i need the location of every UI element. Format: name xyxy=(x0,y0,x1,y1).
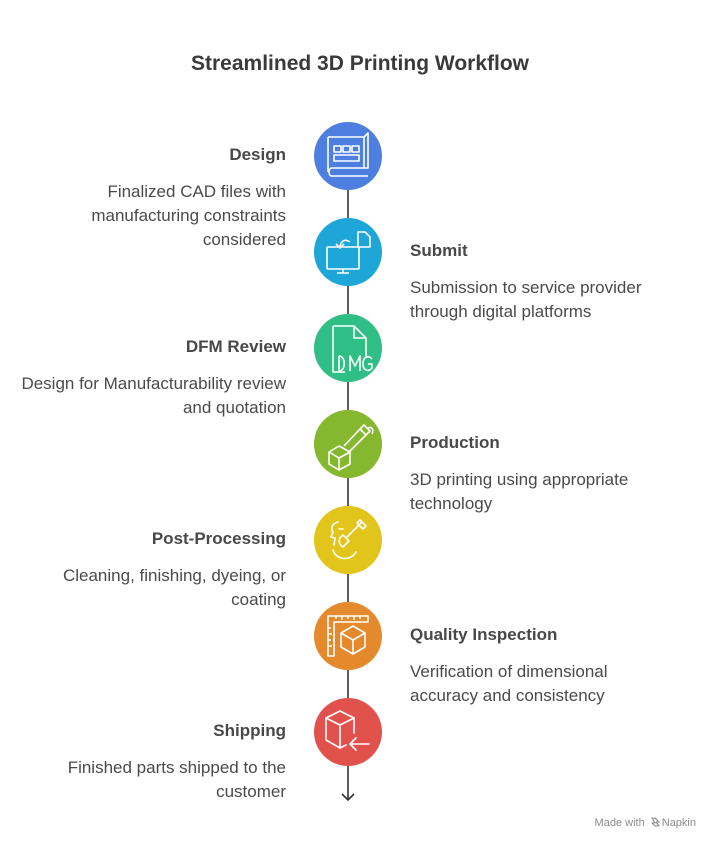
step-title-design: Design xyxy=(229,145,286,164)
timeline-connector xyxy=(341,190,355,802)
napkin-brand-label: Napkin xyxy=(661,817,696,829)
step-2-node xyxy=(314,218,382,286)
step-desc-production: 3D printing using appropriate technology xyxy=(410,470,629,513)
step-4-node xyxy=(314,410,382,478)
dmg-file-icon xyxy=(332,325,373,373)
step-6-node xyxy=(314,602,382,670)
step-desc-submit: Submission to service provider through d… xyxy=(410,278,642,321)
step-title-shipping: Shipping xyxy=(213,721,286,740)
step-title-quality-inspection: Quality Inspection xyxy=(410,625,558,644)
step-desc-design: Finalized CAD files with manufacturing c… xyxy=(91,182,286,249)
made-with-label: Made with xyxy=(594,817,645,829)
box-arrow-icon xyxy=(325,710,370,751)
step-5-node xyxy=(314,506,382,574)
step-desc-shipping: Finished parts shipped to the customer xyxy=(67,758,286,801)
step-1-node xyxy=(314,122,382,190)
monitor-upload-icon xyxy=(326,231,371,274)
print-cube-icon xyxy=(328,424,374,471)
step-title-post-processing: Post-Processing xyxy=(151,529,286,548)
step-desc-quality-inspection: Verification of dimensional accuracy and… xyxy=(410,662,608,705)
page-title: Streamlined 3D Printing Workflow xyxy=(191,52,529,75)
step-title-dfm-review: DFM Review xyxy=(185,337,286,356)
step-3-node xyxy=(314,314,382,382)
measure-cube-icon xyxy=(327,615,369,657)
step-desc-post-processing: Cleaning, finishing, dyeing, or coating xyxy=(62,566,286,609)
napkin-logo-icon xyxy=(651,817,660,827)
blueprint-icon xyxy=(327,132,369,177)
made-with-napkin-credit[interactable]: Made with Napkin xyxy=(595,817,696,829)
step-title-production: Production xyxy=(410,433,500,452)
paint-brush-icon xyxy=(330,519,367,560)
step-7-node xyxy=(314,698,382,766)
step-title-submit: Submit xyxy=(410,241,468,260)
step-desc-dfm-review: Design for Manufacturability review and … xyxy=(21,374,286,417)
